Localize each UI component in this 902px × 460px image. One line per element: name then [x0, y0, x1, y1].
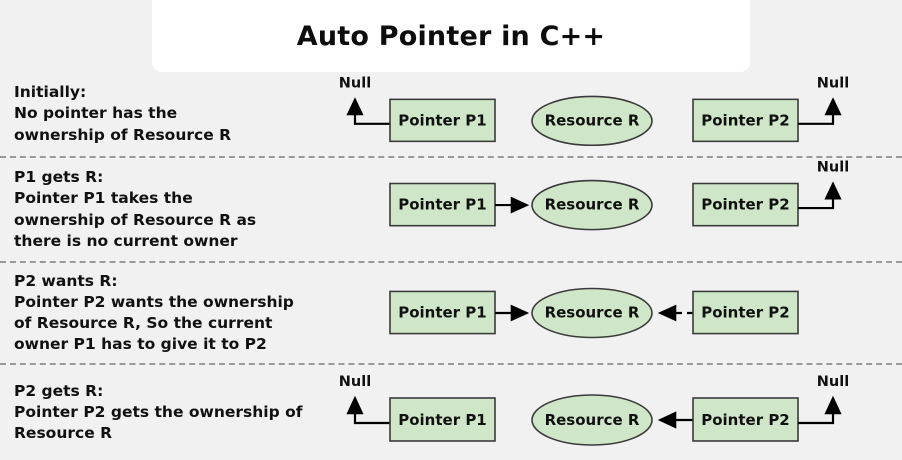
row-initially: Initially: No pointer has the ownership …	[0, 72, 902, 158]
row-p2-wants-r: P2 wants R: Pointer P2 wants the ownersh…	[0, 263, 902, 365]
node-resource-r	[531, 179, 653, 231]
caption-line: P1 gets R:	[14, 168, 104, 187]
caption-line: Pointer P2 wants the ownership	[14, 292, 294, 311]
node-resource-r	[531, 394, 653, 446]
node-resource-r	[531, 287, 653, 339]
node-pointer-p2-label: Pointer P2	[701, 304, 789, 322]
caption-line: Resource R	[14, 424, 113, 443]
node-pointer-p1	[389, 290, 496, 335]
caption-line: ownership of Resource R as	[14, 210, 257, 229]
connector-p2-null	[798, 97, 842, 125]
null-label-right: Null	[817, 160, 849, 176]
row-p2-gets-r: P2 gets R: Pointer P2 gets the ownership…	[0, 365, 902, 460]
node-pointer-p2	[692, 182, 799, 227]
connector-p2-null	[798, 181, 842, 210]
node-pointer-p1-label: Pointer P1	[398, 196, 486, 214]
connector-p2-null	[798, 395, 842, 425]
caption-line: No pointer has the	[14, 104, 178, 123]
diagram-p2-wants-r: Pointer P1 Resource R Pointer P2	[330, 263, 902, 363]
node-pointer-p1-label: Pointer P1	[398, 304, 486, 322]
null-label-right: Null	[817, 76, 849, 92]
node-pointer-p2	[692, 290, 799, 335]
node-pointer-p1	[389, 397, 496, 442]
caption-p2-wants-r: P2 wants R: Pointer P2 wants the ownersh…	[0, 271, 330, 355]
caption-line: of Resource R, So the current	[14, 314, 273, 332]
diagram-rows: Initially: No pointer has the ownership …	[0, 72, 902, 460]
row-p1-gets-r: P1 gets R: Pointer P1 takes the ownershi…	[0, 158, 902, 263]
connector-p1-null	[346, 395, 390, 425]
node-pointer-p2-label: Pointer P2	[701, 112, 789, 129]
node-pointer-p1-label: Pointer P1	[398, 411, 487, 429]
connector-p1-null	[346, 97, 390, 125]
node-pointer-p1-label: Pointer P1	[398, 112, 486, 129]
node-pointer-p2-label: Pointer P2	[701, 411, 790, 429]
caption-line: ownership of Resource R	[14, 125, 232, 144]
node-resource-r-label: Resource R	[545, 112, 640, 129]
node-resource-r-label: Resource R	[545, 411, 640, 429]
title-card: Auto Pointer in C++	[152, 0, 750, 72]
node-resource-r-label: Resource R	[545, 304, 640, 322]
diagram-p2-gets-r: Null Pointer P1 Resource R Pointer P2 Nu…	[330, 365, 902, 460]
caption-initially: Initially: No pointer has the ownership …	[0, 82, 330, 145]
diagram-initially: Null Pointer P1 Resource R Pointer P2 Nu…	[330, 72, 902, 156]
caption-line: Pointer P2 gets the ownership of	[14, 402, 303, 421]
node-pointer-p1	[389, 98, 496, 143]
caption-line: P2 gets R:	[14, 381, 104, 400]
caption-line: P2 wants R:	[14, 271, 118, 290]
node-pointer-p2	[692, 98, 799, 143]
node-pointer-p2-label: Pointer P2	[701, 196, 789, 214]
node-pointer-p2	[692, 397, 799, 442]
caption-line: there is no current owner	[14, 231, 238, 250]
caption-line: Initially:	[14, 83, 87, 102]
caption-p1-gets-r: P1 gets R: Pointer P1 takes the ownershi…	[0, 167, 330, 251]
null-label-right: Null	[817, 374, 849, 390]
null-label-left: Null	[339, 76, 371, 92]
null-label-left: Null	[339, 374, 371, 390]
node-resource-r	[531, 95, 653, 147]
diagram-p1-gets-r: Pointer P1 Resource R Pointer P2 Null	[330, 158, 902, 261]
caption-p2-gets-r: P2 gets R: Pointer P2 gets the ownership…	[0, 381, 330, 444]
caption-line: owner P1 has to give it to P2	[14, 335, 267, 354]
page-title: Auto Pointer in C++	[296, 20, 606, 52]
node-pointer-p1	[389, 182, 496, 227]
node-resource-r-label: Resource R	[545, 196, 640, 214]
caption-line: Pointer P1 takes the	[14, 189, 193, 208]
